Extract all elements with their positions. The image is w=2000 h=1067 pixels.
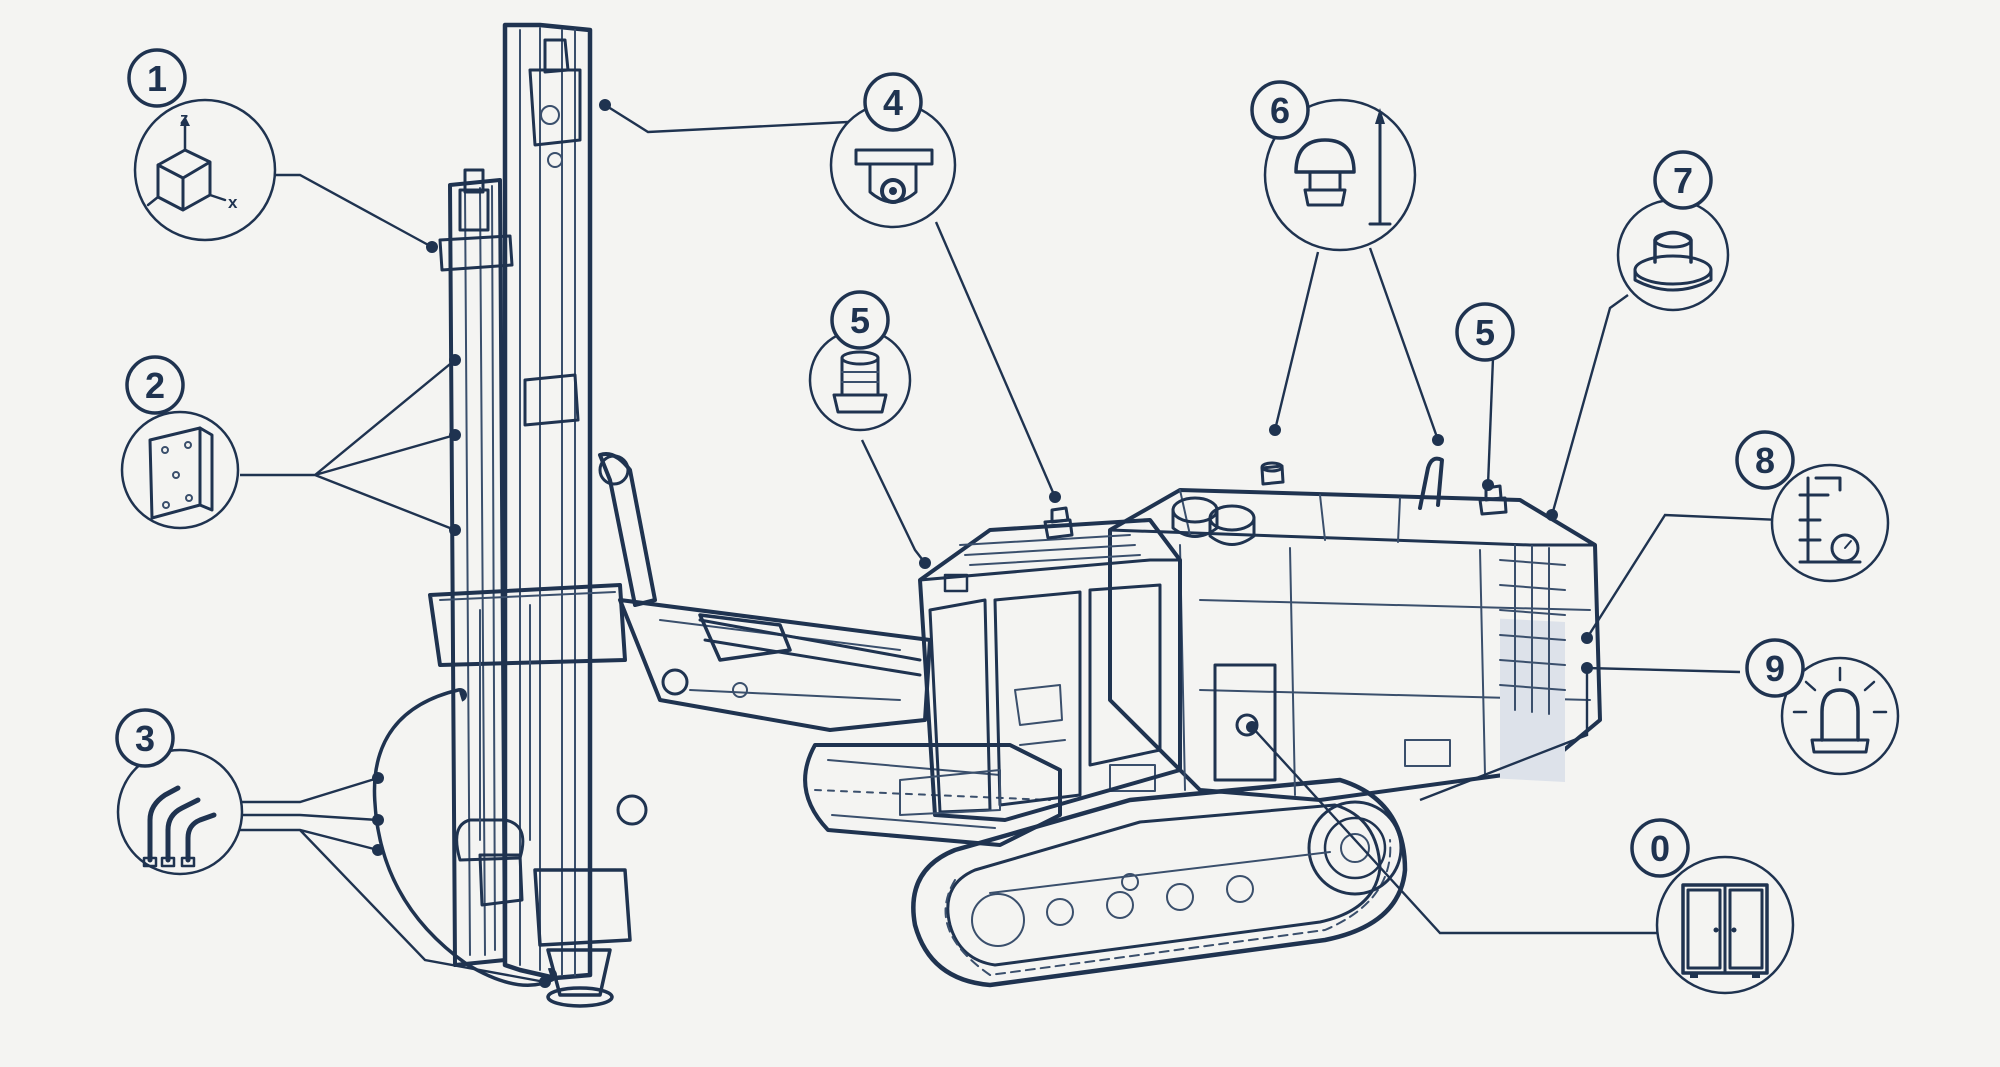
callout-badge-4[interactable]: 4 [863,72,923,132]
axis-x-label: x [228,193,238,212]
callout-number: 4 [883,82,903,123]
emergency-button-icon [1633,230,1713,292]
callout-badge-1[interactable]: 1 [127,48,187,108]
callout-1-icon-circle: z x [133,98,277,242]
callout-8-icon-circle [1770,463,1890,583]
callout-number: 9 [1765,648,1785,689]
drill-rig-illustration [372,22,1602,1008]
boom-arm [598,452,932,732]
callout-number: 5 [850,300,870,341]
feed-cylinder [428,168,632,1008]
callout-7-icon-circle [1616,198,1730,312]
callout-number: 0 [1650,828,1670,869]
callout-2-icon-circle [120,410,240,530]
callout-badge-8[interactable]: 8 [1735,430,1795,490]
hydraulic-hoses-icon [142,785,217,868]
callout-number: 5 [1475,312,1495,353]
gauge-rack-icon [1798,476,1862,564]
dome-camera-icon [854,148,934,204]
callout-badge-7[interactable]: 7 [1653,150,1713,210]
gnss-antenna-icon [1294,108,1392,226]
callout-number: 3 [135,718,155,759]
control-cabinet-icon [1681,883,1769,978]
callout-5-icon-circle [808,328,912,432]
callout-3-icon-circle [116,748,244,876]
mounting-bracket-icon [148,426,214,520]
callout-badge-6[interactable]: 6 [1250,80,1310,140]
beacon-sensor-icon [832,350,888,414]
front-crawler-track [911,777,1408,988]
callout-number: 7 [1673,160,1693,201]
callout-badge-9[interactable]: 9 [1745,638,1805,698]
callout-number: 2 [145,365,165,406]
callout-4-icon-circle [829,101,957,229]
axis-cube-icon: z x [146,109,238,212]
callout-number: 8 [1755,440,1775,481]
drill-mast [502,22,648,981]
callout-number: 6 [1270,90,1290,131]
warning-light-icon [1792,666,1888,754]
axis-z-label: z [180,109,189,128]
roof-devices [1043,456,1508,540]
hose-loop [372,688,557,987]
leader-endpoints [372,99,1593,988]
callout-0-icon-circle [1655,855,1795,995]
callout-6-icon-circle [1263,98,1417,252]
callout-number: 1 [147,58,167,99]
callout-badge-5-left[interactable]: 5 [830,290,890,350]
callout-9-icon-circle [1780,656,1900,776]
callout-badge-5-right[interactable]: 5 [1455,302,1515,362]
callout-badge-2[interactable]: 2 [125,355,185,415]
callout-badge-3[interactable]: 3 [115,708,175,768]
leader-lines [238,103,1781,984]
machine-house [1108,488,1602,802]
callout-badge-0[interactable]: 0 [1630,818,1690,878]
operator-cab [899,518,1182,822]
